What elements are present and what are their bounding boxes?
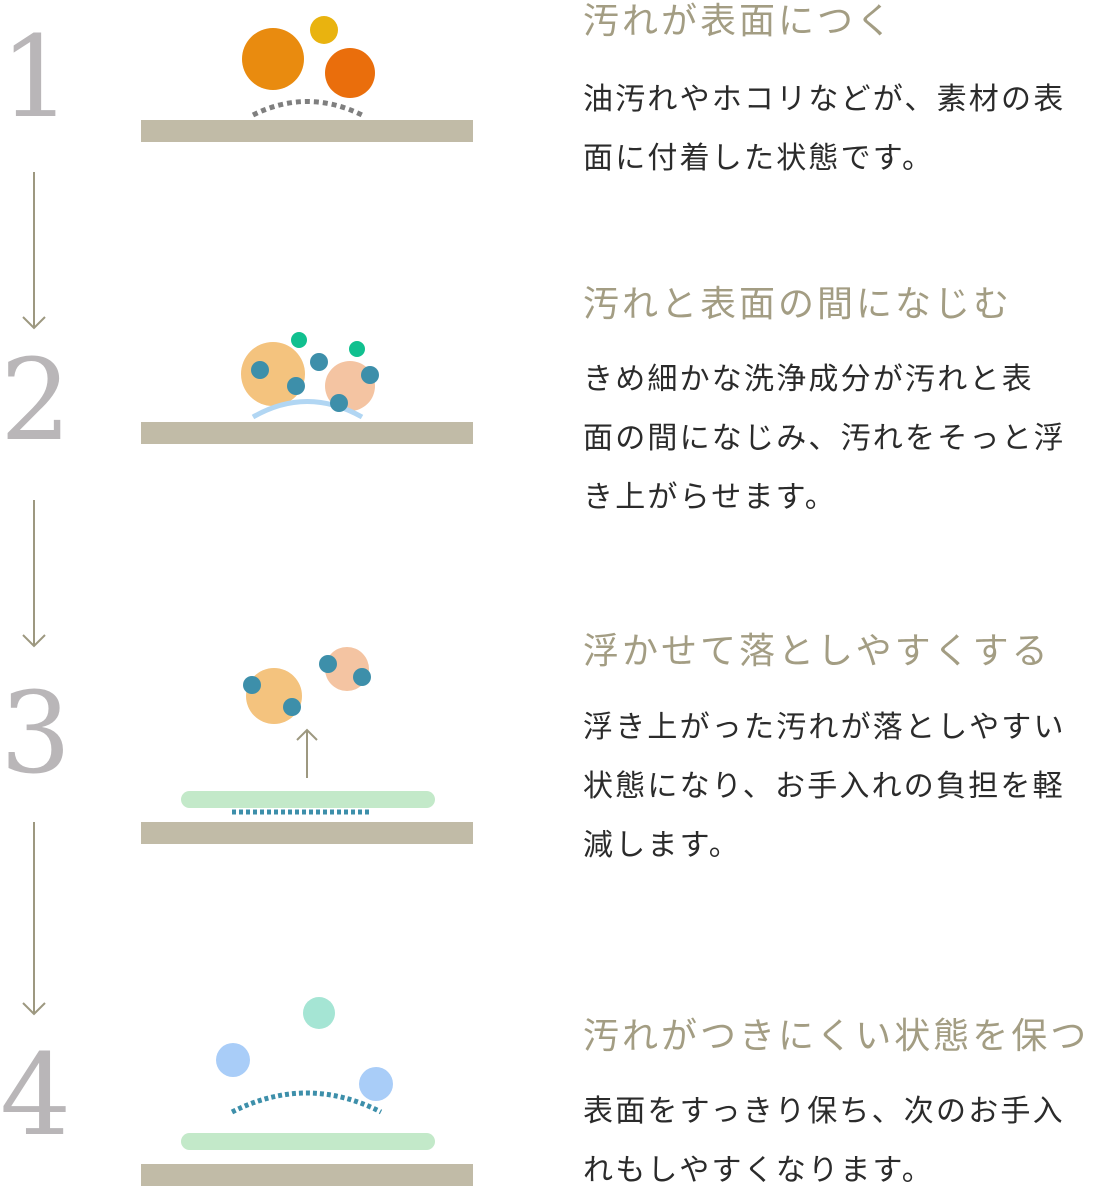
step-1-title: 汚れが表面につく [583,1,896,42]
step-3-description-line-1: 浮き上がった汚れが落としやすい [583,710,1066,745]
dirt-particle-medium [325,48,375,98]
protective-coating [181,1133,435,1150]
penetrating-film-curve [251,399,364,420]
material-surface [141,120,473,142]
down-arrow-2 [22,500,46,648]
cleaning-particle [319,655,337,673]
dirt-particle-large [241,342,305,406]
cleaning-particle [330,394,348,412]
step-1-description-line-1: 油汚れやホコリなどが、素材の表 [583,82,1066,117]
step-2-description-line-2: 面の間になじみ、汚れをそっと浮 [583,421,1066,456]
down-arrow-1 [22,172,46,330]
step-2-illustration [141,332,473,444]
cleaning-particle [251,361,269,379]
step-2-description-line-1: きめ細かな洗浄成分が汚れと表 [583,362,1034,397]
material-surface [141,822,473,844]
cleaning-particle [243,676,261,694]
step-2-title: 汚れと表面の間になじむ [583,284,1013,325]
dirt-particle-large [242,28,304,90]
repelled-particle [216,1043,250,1077]
cleaning-particle [283,698,301,716]
lift-up-arrow [296,728,318,778]
step-3-number: 3 [0,669,72,799]
material-surface [141,1164,473,1186]
step-4-number: 4 [0,1031,72,1161]
step-3-illustration [141,647,473,844]
repelled-particle [303,997,335,1029]
step-2-description: きめ細かな洗浄成分が汚れと表 面の間になじみ、汚れをそっと浮 き上がらせます。 [583,350,1100,527]
step-4-description-line-1: 表面をすっきり保ち、次のお手入 [583,1094,1065,1129]
step-1-description-line-2: 面に付着した状態です。 [583,141,935,176]
step-3-description: 浮き上がった汚れが落としやすい 状態になり、お手入れの負担を軽 減します。 [583,698,1100,875]
step-1-illustration [141,16,473,142]
step-3-title: 浮かせて落としやすくする [583,631,1051,672]
step-4-description-line-2: れもしやすくなります。 [583,1153,934,1188]
material-surface [141,422,473,444]
step-2-description-line-3: き上がらせます。 [583,480,837,515]
step-4-illustration [141,997,473,1186]
step-3-description-line-2: 状態になり、お手入れの負担を軽 [583,769,1065,804]
protective-coating [181,791,435,808]
cleaning-particle [353,668,371,686]
cleaning-particle [287,377,305,395]
barrier-dotted-curve [230,1090,383,1115]
repelled-particle [359,1067,393,1101]
adhesion-dotted-curve [251,99,364,118]
step-3-description-line-3: 減します。 [583,828,741,863]
step-4-title: 汚れがつきにくい状態を保つ [583,1016,1090,1057]
cleaning-particle [361,366,379,384]
step-2-number: 2 [0,336,72,466]
step-1-number: 1 [0,13,72,143]
cleaning-particle [349,341,365,357]
cleaning-particle [291,332,307,348]
step-1-description: 油汚れやホコリなどが、素材の表 面に付着した状態です。 [583,70,1100,188]
down-arrow-3 [22,822,46,1016]
cleaning-particle [310,353,328,371]
dirt-particle-small [310,16,338,44]
step-4-description: 表面をすっきり保ち、次のお手入 れもしやすくなります。 [583,1082,1100,1200]
